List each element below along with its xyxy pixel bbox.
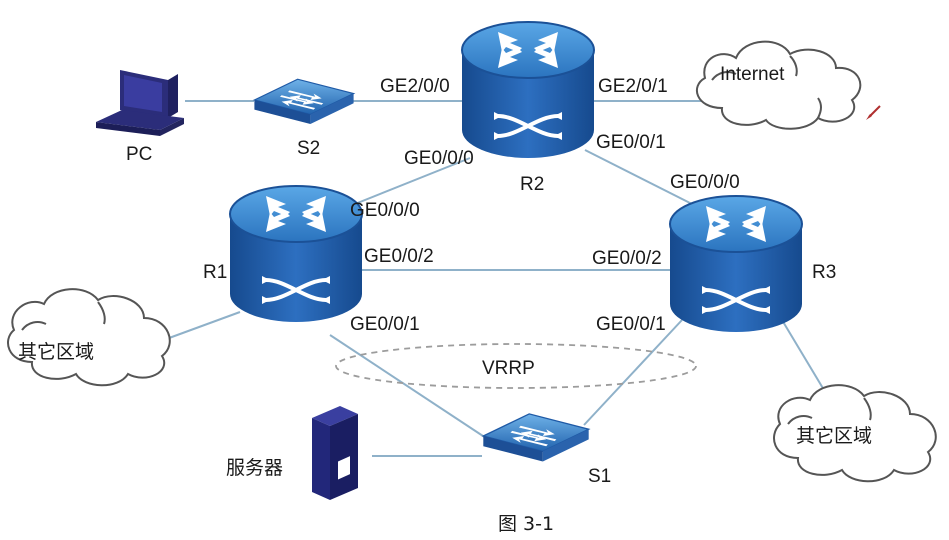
- router-r3-icon: [668, 194, 804, 334]
- label-internet: Internet: [720, 64, 785, 85]
- server-icon: [312, 406, 358, 500]
- port-r2-ge0-0-0: GE0/0/0: [404, 148, 474, 169]
- other-area-cloud-right: [773, 384, 937, 483]
- router-r2-icon: [460, 20, 596, 160]
- label-other-area-left: 其它区域: [18, 341, 94, 363]
- port-r3-ge0-0-0: GE0/0/0: [670, 172, 740, 193]
- port-r1-ge0-0-0: GE0/0/0: [350, 200, 420, 221]
- port-r3-ge0-0-2: GE0/0/2: [592, 248, 662, 269]
- link-r3-s1: [583, 319, 683, 426]
- link-r1-s1: [329, 334, 487, 439]
- figure-caption: 图 3-1: [498, 513, 554, 535]
- label-s1: S1: [588, 466, 611, 487]
- pen-cursor-icon: [866, 105, 881, 120]
- label-other-area-right: 其它区域: [796, 425, 872, 447]
- port-r2-ge2-0-0: GE2/0/0: [380, 76, 450, 97]
- switch-s1-icon: [482, 413, 590, 463]
- pc-icon: [96, 70, 184, 136]
- port-r1-ge0-0-1: GE0/0/1: [350, 314, 420, 335]
- vrrp-ellipse: [335, 343, 697, 389]
- port-r2-ge0-0-1: GE0/0/1: [596, 132, 666, 153]
- port-r3-ge0-0-1: GE0/0/1: [596, 314, 666, 335]
- internet-cloud: [695, 40, 862, 130]
- label-server: 服务器: [226, 457, 283, 479]
- other-area-cloud-left: [7, 288, 171, 387]
- label-r2: R2: [520, 174, 544, 195]
- label-r3: R3: [812, 262, 836, 283]
- label-r1: R1: [203, 262, 227, 283]
- label-s2: S2: [297, 138, 320, 159]
- port-r1-ge0-0-2: GE0/0/2: [364, 246, 434, 267]
- router-r1-icon: [228, 184, 364, 324]
- label-pc: PC: [126, 144, 152, 165]
- vrrp-label: VRRP: [482, 358, 535, 379]
- links: [149, 100, 837, 457]
- switch-s2-icon: [253, 78, 355, 125]
- port-r2-ge2-0-1: GE2/0/1: [598, 76, 668, 97]
- link-r2-r3: [584, 149, 693, 205]
